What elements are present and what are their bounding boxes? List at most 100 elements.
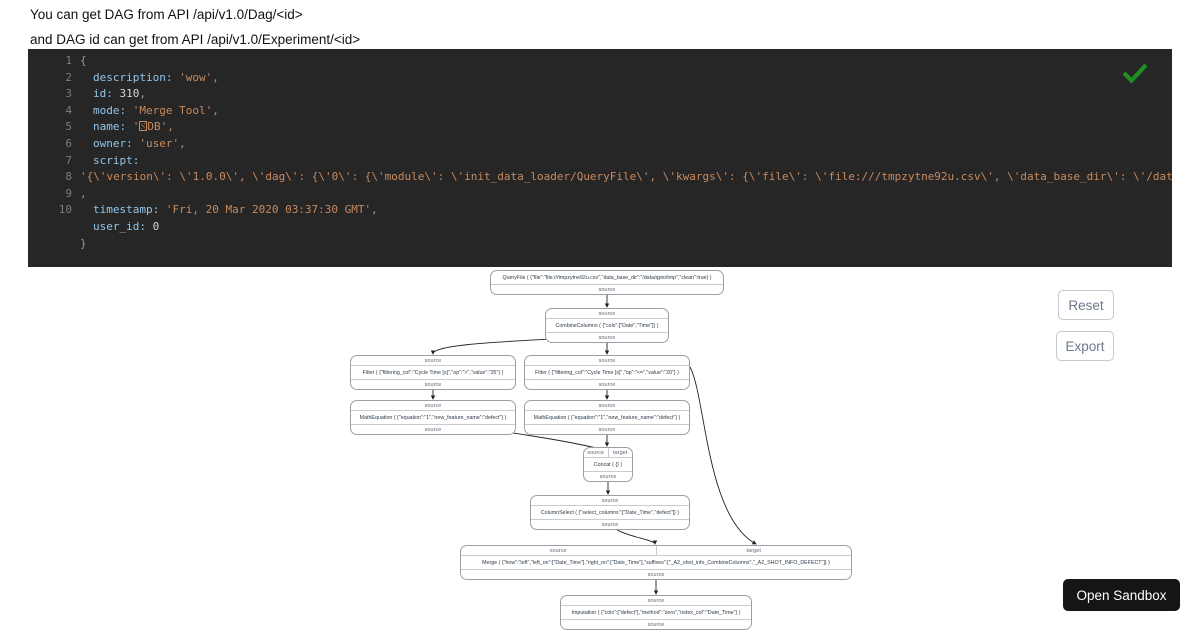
code-line: 6 owner: 'user', (28, 136, 1172, 153)
node-port-source[interactable]: source (424, 402, 442, 409)
green-check-icon (1122, 63, 1148, 84)
code-token: DB', (147, 120, 174, 134)
code-token: , (179, 136, 186, 150)
code-token: owner: (93, 136, 140, 150)
node-port-source[interactable]: source (647, 621, 665, 628)
code-line-number: 9 (65, 186, 72, 200)
code-line-number: 4 (65, 103, 72, 117)
code-line-number: 7 (65, 153, 72, 167)
node-port-source[interactable]: source (424, 381, 442, 388)
code-line-text: script: (93, 153, 139, 170)
node-label: QueryFile ( {"file":"file:///tmpzytne92u… (502, 274, 712, 281)
code-token: 'wow' (179, 70, 213, 84)
node-port-source[interactable]: source (598, 334, 616, 341)
code-line: 4 mode: 'Merge Tool', (28, 103, 1172, 120)
node-label: CombineColumns ( {"cols":["Date","Time"]… (555, 322, 659, 329)
export-button[interactable]: Export (1056, 331, 1114, 361)
code-line-text: description: 'wow', (93, 70, 219, 87)
node-port-source[interactable]: source (598, 357, 616, 364)
missing-glyph-box (139, 121, 148, 132)
node-input-ports: source (546, 309, 668, 319)
node-port-source[interactable]: source (587, 449, 605, 456)
node-output-ports: source (546, 332, 668, 342)
code-token: } (80, 236, 87, 250)
code-token: , (212, 70, 219, 84)
code-token: 'user' (139, 136, 180, 150)
code-line-text: name: ' DB', (93, 119, 174, 136)
code-token: , (212, 103, 219, 117)
code-line-text: , (80, 186, 87, 203)
node-port-source[interactable]: source (647, 597, 665, 604)
node-label: ColumnSelect ( {"select_columns":["Date_… (540, 509, 680, 516)
code-token: ' (132, 120, 140, 134)
code-line-text: mode: 'Merge Tool', (93, 103, 219, 120)
code-line: 9, (28, 186, 1172, 203)
code-line-number: 6 (65, 136, 72, 150)
node-input-ports: source (525, 356, 689, 366)
code-token: 310 (119, 87, 140, 101)
node-label: Concat ( {} ) (593, 461, 623, 468)
node-label: Filter ( {"filtering_col":"Cycle Time [s… (362, 369, 504, 376)
code-token: 'Merge Tool' (132, 103, 213, 117)
node-output-ports: source (525, 424, 689, 434)
code-token: mode: (93, 103, 133, 117)
code-line-text: owner: 'user', (93, 136, 186, 153)
node-output-ports: source (531, 519, 689, 529)
node-output-ports: source (461, 569, 851, 579)
code-token: description: (93, 70, 180, 84)
node-label: Merge ( {"how":"left","left_on":["Date_T… (482, 559, 830, 566)
node-port-source[interactable]: source (598, 310, 616, 317)
node-port-target[interactable]: target (607, 448, 633, 457)
node-port-source[interactable]: source (598, 381, 616, 388)
node-port-source[interactable]: source (598, 402, 616, 409)
code-line-number: 10 (58, 203, 72, 217)
node-port-source[interactable]: source (601, 497, 619, 504)
code-line-number: 3 (65, 87, 72, 101)
intro-line-1: You can get DAG from API /api/v1.0/Dag/<… (30, 7, 303, 22)
node-input-ports: source target (461, 546, 851, 556)
code-token: 'Fri, 20 Mar 2020 03:37:30 GMT' (165, 203, 372, 217)
code-token: name: (93, 120, 133, 134)
node-label: MathEquation ( {"equation":"1","new_feat… (533, 414, 681, 421)
node-queryfile[interactable]: QueryFile ( {"file":"file:///tmpzytne92u… (490, 270, 724, 295)
node-port-source[interactable]: source (424, 357, 442, 364)
open-sandbox-button[interactable]: Open Sandbox (1063, 579, 1180, 611)
node-label: MathEquation ( {"equation":"1","new_feat… (359, 414, 507, 421)
node-port-source[interactable]: source (598, 286, 616, 293)
node-input-ports: source (351, 356, 515, 366)
node-port-source[interactable]: source (601, 521, 619, 528)
code-token: { (80, 54, 87, 67)
code-token: timestamp: (93, 203, 166, 217)
code-line-text: { (80, 53, 87, 70)
code-line: user_id: 0 (28, 219, 1172, 236)
node-port-source[interactable]: source (598, 426, 616, 433)
node-input-ports: source (351, 401, 515, 411)
reset-button[interactable]: Reset (1058, 290, 1114, 320)
node-port-target[interactable]: target (655, 546, 852, 555)
node-port-source[interactable]: source (424, 426, 442, 433)
node-port-source[interactable]: source (599, 473, 617, 480)
code-token: script: (93, 153, 140, 167)
node-input-ports: source (525, 401, 689, 411)
node-port-source[interactable]: source (647, 571, 665, 578)
dag-graph-canvas[interactable]: QueryFile ( {"file":"file:///tmpzytne92u… (0, 267, 1200, 630)
code-line-text: timestamp: 'Fri, 20 Mar 2020 03:37:30 GM… (93, 202, 378, 219)
code-token: , (80, 186, 87, 200)
code-line: } (28, 236, 1172, 253)
node-port-source[interactable]: source (549, 547, 567, 554)
node-label: Imputation ( {"cols":["defect"],"method"… (571, 609, 741, 616)
